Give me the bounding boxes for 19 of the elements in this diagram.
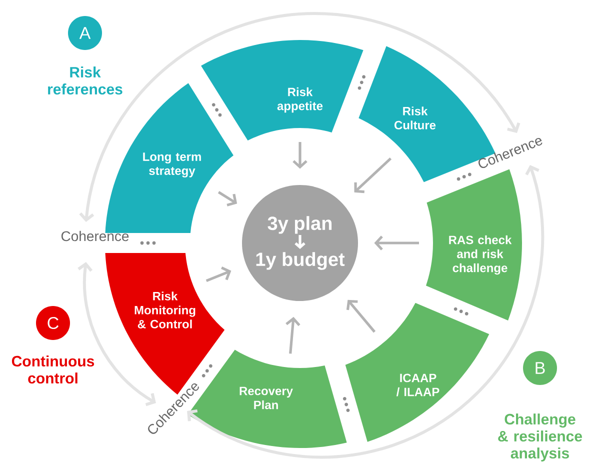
segment: ICAAP / ILAAP <box>345 302 490 442</box>
arrow <box>354 157 392 194</box>
letter-badge: A <box>68 16 102 50</box>
arc-arrow <box>187 165 544 459</box>
group-heading: Continuous control <box>12 356 94 384</box>
arrow <box>292 142 308 169</box>
arrow <box>206 266 232 282</box>
letter-badge: B <box>523 351 557 385</box>
arc-arrow <box>78 262 156 406</box>
arrow <box>374 236 419 250</box>
segment: Risk appetite <box>201 40 364 141</box>
letter-badge: C <box>36 306 70 340</box>
group-heading: Challenge & resilience analysis <box>498 414 582 462</box>
arc-arrow <box>79 12 520 222</box>
arrow <box>218 191 238 206</box>
arrow <box>346 300 376 333</box>
arrow <box>286 316 300 354</box>
coherence-label: Coherence <box>61 230 129 242</box>
segment: RAS check and risk challenge <box>426 169 522 320</box>
